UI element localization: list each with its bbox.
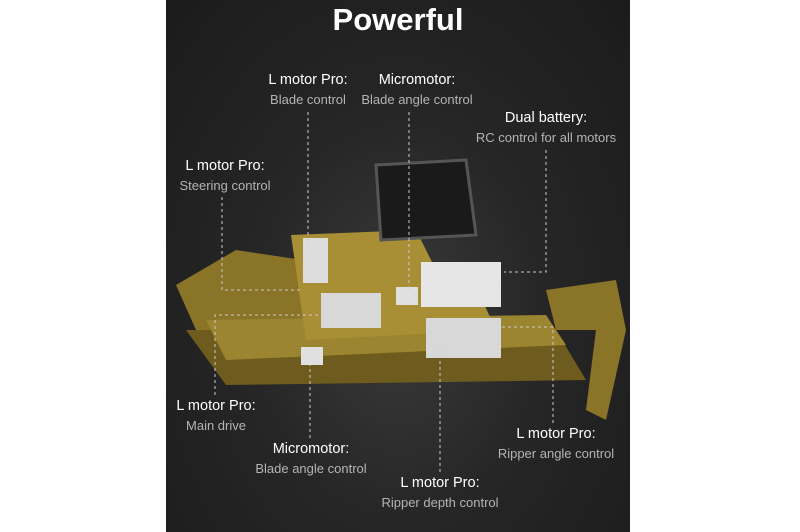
callout-heading: L motor Pro: (268, 72, 348, 88)
callout-sub: Blade angle control (255, 461, 367, 476)
micromotor-lower (301, 347, 323, 365)
callout-heading: L motor Pro: (185, 158, 265, 174)
callout-sub: Blade angle control (361, 92, 473, 107)
callout-heading: Dual battery: (504, 110, 588, 126)
motor-ripper (426, 318, 501, 358)
micromotor-blade-angle (396, 287, 418, 305)
callout-steering-control: L motor Pro: Steering control (179, 157, 270, 195)
callout-sub: RC control for all motors (475, 130, 617, 145)
callout-heading: Micromotor: (272, 441, 350, 457)
callout-dual-battery: Dual battery: RC control for all motors (476, 109, 616, 147)
product-image-panel: Powerful L motor Pro: Blade control Micr… (166, 0, 630, 532)
callout-sub: Steering control (179, 178, 271, 193)
callout-main-drive: L motor Pro: Main drive (176, 397, 255, 435)
callout-heading: L motor Pro: (400, 475, 480, 491)
callout-sub: Main drive (186, 418, 246, 433)
battery-box (421, 262, 501, 307)
leader-lines (214, 112, 554, 472)
callout-heading: L motor Pro: (176, 398, 256, 414)
page-title: Powerful (332, 2, 464, 37)
callout-sub: Ripper depth control (381, 495, 499, 510)
motor-blade (303, 238, 328, 283)
motor-steering (321, 293, 381, 328)
callout-heading: Micromotor: (378, 72, 456, 88)
bulldozer-illustration (176, 112, 626, 472)
callout-ripper-angle-control: L motor Pro: Ripper angle control (498, 425, 614, 463)
callout-sub: Blade control (270, 92, 346, 107)
ripper (546, 280, 626, 420)
callout-blade-control: L motor Pro: Blade control (268, 71, 347, 109)
callout-heading: L motor Pro: (516, 426, 596, 442)
callout-ripper-depth-control: L motor Pro: Ripper depth control (381, 474, 498, 512)
callout-sub: Ripper angle control (497, 446, 615, 461)
cab (374, 158, 478, 242)
callout-blade-angle-control: Micromotor: Blade angle control (361, 71, 472, 109)
callout-blade-angle-control-2: Micromotor: Blade angle control (255, 440, 366, 478)
